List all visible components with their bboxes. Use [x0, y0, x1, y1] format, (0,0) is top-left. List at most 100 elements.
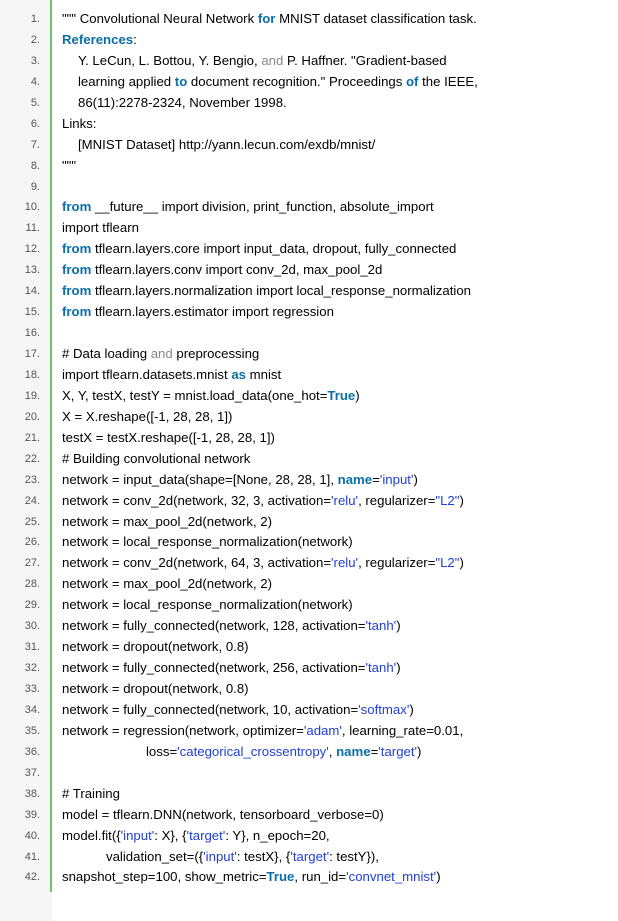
keyword-token: for: [257, 11, 276, 26]
code-line: 8.""": [0, 156, 618, 177]
code-token: network = local_response_normalization(n…: [62, 597, 353, 613]
code-token: testX = testX.reshape([-1, 28, 28, 1]): [62, 429, 275, 445]
code-token: : X}, {: [154, 827, 187, 843]
code-token: ,: [328, 743, 337, 759]
string-token: "L2": [435, 555, 460, 571]
code-token: # Building convolutional network: [62, 450, 251, 466]
code-text: from tflearn.layers.normalization import…: [62, 281, 471, 302]
code-token: network = max_pool_2d(network, 2): [62, 513, 273, 529]
code-token: ): [409, 701, 414, 717]
string-token: 'tanh': [365, 660, 397, 676]
code-line: 28.network = max_pool_2d(network, 2): [0, 574, 618, 595]
line-number: 39.: [24, 808, 40, 821]
string-token: "L2": [435, 492, 460, 508]
line-number: 29.: [24, 599, 40, 612]
string-token: 'tanh': [365, 618, 397, 634]
code-token: [MNIST Dataset] http://yann.lecun.com/ex…: [78, 136, 376, 152]
code-line: 13.from tflearn.layers.conv import conv_…: [0, 260, 618, 281]
code-token: =: [372, 471, 380, 487]
line-number: 17.: [24, 348, 40, 360]
code-text: [MNIST Dataset] http://yann.lecun.com/ex…: [62, 135, 375, 156]
code-text: Links:: [62, 114, 96, 135]
line-number: 8.: [30, 159, 40, 172]
line-number: 10.: [24, 201, 40, 214]
code-token: network = dropout(network, 0.8): [62, 639, 249, 655]
code-token: ): [436, 869, 441, 885]
keyword-token: from: [62, 199, 92, 215]
code-token: preprocessing: [172, 346, 260, 361]
code-text: network = fully_connected(network, 128, …: [62, 616, 401, 637]
string-token: 'target': [378, 743, 418, 759]
code-text: network = dropout(network, 0.8): [62, 679, 249, 700]
code-token: network = fully_connected(network, 256, …: [62, 660, 366, 676]
code-text: import tflearn: [62, 218, 139, 239]
string-token: 'softmax': [358, 701, 410, 717]
code-line: 38.# Training: [0, 784, 618, 805]
code-line: 26.network = local_response_normalizatio…: [0, 532, 618, 553]
code-token: network = dropout(network, 0.8): [62, 681, 249, 696]
line-number: 24.: [24, 494, 40, 507]
line-number: 36.: [24, 745, 40, 758]
code-token: 86(11):2278-2324, November 1998.: [78, 94, 287, 110]
code-line: 18.import tflearn.datasets.mnist as mnis…: [0, 365, 618, 386]
keyword-token: of: [406, 73, 419, 89]
string-token: 'convnet_mnist': [346, 869, 437, 885]
code-token: , regularizer=: [358, 492, 436, 508]
line-number: 3.: [30, 54, 40, 67]
line-number: 20.: [24, 410, 40, 423]
code-text: 86(11):2278-2324, November 1998.: [62, 93, 287, 114]
code-line: 41. validation_set=({'input': testX}, {'t…: [0, 847, 618, 868]
code-token: import tflearn.datasets.mnist: [62, 366, 232, 382]
code-text: network = max_pool_2d(network, 2): [62, 574, 272, 595]
code-line: 22. # Building convolutional network: [0, 449, 618, 470]
code-token: network = fully_connected(network, 10, a…: [62, 701, 359, 717]
code-line: 30. network = fully_connected(network, 12…: [0, 616, 618, 637]
line-number: 23.: [24, 473, 40, 486]
code-line: 24.network = conv_2d(network, 32, 3, act…: [0, 491, 618, 512]
code-line: 10.from __future__ import division, prin…: [0, 197, 618, 218]
code-line: 11. import tflearn: [0, 218, 618, 239]
code-line: 1.""" Convolutional Neural Network for M…: [0, 9, 618, 30]
line-number: 9.: [30, 180, 40, 193]
code-text: snapshot_step=100, show_metric=True, run…: [62, 867, 441, 888]
keyword-token: to: [174, 73, 188, 89]
code-line: 9.: [0, 177, 618, 198]
keyword-token: True: [266, 869, 295, 885]
string-token: 'adam': [303, 722, 342, 738]
line-number: 30.: [24, 620, 40, 633]
code-text: loss='categorical_crossentropy', name='t…: [62, 742, 421, 763]
code-line: 5.86(11):2278-2324, November 1998.: [0, 93, 618, 114]
code-token: tflearn.layers.conv import conv_2d, max_…: [91, 262, 383, 278]
code-token: ): [396, 660, 401, 676]
code-token: ): [355, 387, 360, 403]
code-token: import tflearn: [62, 220, 139, 236]
code-text: Y. LeCun, L. Bottou, Y. Bengio, and P. H…: [62, 51, 447, 72]
code-line: 37.: [0, 763, 618, 784]
code-line: 23.network = input_data(shape=[None, 28,…: [0, 470, 618, 491]
code-text: validation_set=({'input': testX}, {'targ…: [62, 847, 379, 868]
line-number: 40.: [24, 829, 40, 842]
line-number: 22.: [24, 452, 40, 465]
code-token: # Data loading: [62, 346, 151, 361]
code-text: testX = testX.reshape([-1, 28, 28, 1]): [62, 428, 275, 449]
line-number: 11.: [25, 222, 40, 235]
code-line: 17.# Data loading and preprocessing: [0, 344, 618, 365]
line-number: 4.: [30, 75, 40, 88]
code-line: 25.network = max_pool_2d(network, 2): [0, 512, 618, 533]
code-token: , regularizer=: [358, 555, 436, 571]
line-number: 41.: [24, 850, 40, 863]
line-number: 37.: [24, 766, 40, 779]
code-text: network = regression(network, optimizer=…: [62, 721, 463, 742]
string-token: 'relu': [331, 555, 359, 571]
code-text: from tflearn.layers.conv import conv_2d,…: [62, 260, 382, 281]
keyword-token: name: [336, 743, 371, 759]
keyword-token: name: [337, 471, 373, 487]
code-text: from tflearn.layers.estimator import reg…: [62, 302, 334, 323]
code-token: MNIST dataset classification task.: [275, 11, 477, 26]
code-token: X = X.reshape([-1, 28, 28, 1]): [62, 408, 233, 424]
line-number: 33.: [24, 683, 40, 695]
code-line: 31.network = dropout(network, 0.8): [0, 637, 618, 658]
line-number: 26.: [24, 536, 40, 549]
line-number: 6.: [30, 117, 40, 130]
line-number: 38.: [24, 787, 40, 800]
